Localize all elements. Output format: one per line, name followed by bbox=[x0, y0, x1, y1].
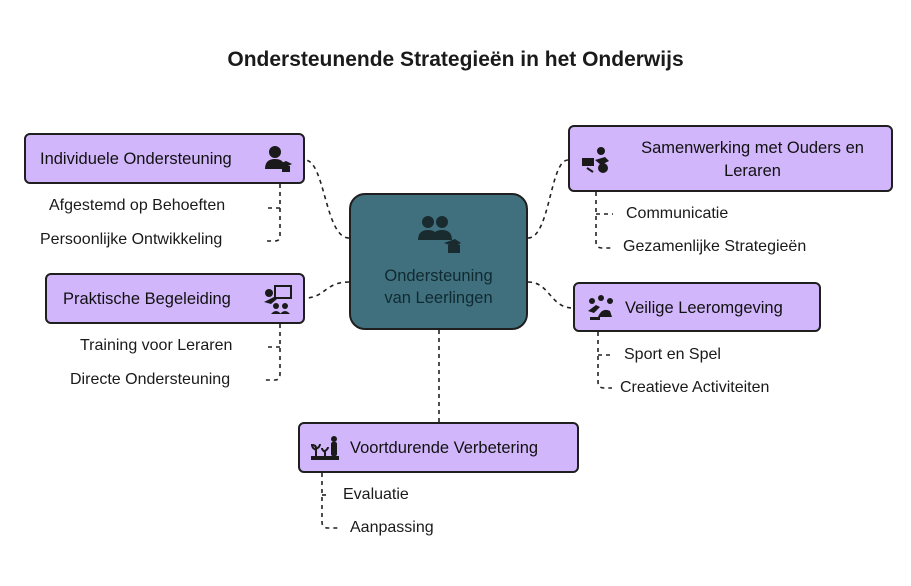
leaf-training: Training voor Leraren bbox=[80, 337, 233, 354]
branch-label: Individuele Ondersteuning bbox=[40, 150, 232, 168]
central-label-line1: Ondersteuning bbox=[384, 267, 493, 285]
branch-label: Veilige Leeromgeving bbox=[625, 299, 783, 317]
branch-veilige-leeromgeving[interactable]: Veilige Leeromgeving bbox=[573, 282, 821, 332]
leaf-sport: Sport en Spel bbox=[624, 346, 721, 363]
leaf-communicatie: Communicatie bbox=[626, 205, 729, 222]
branch-individuele-ondersteuning[interactable]: Individuele Ondersteuning bbox=[24, 133, 305, 184]
link-individuele bbox=[304, 159, 350, 239]
branch-label: Praktische Begeleiding bbox=[63, 290, 231, 308]
safe-learning-icon bbox=[588, 295, 613, 320]
students-graduation-icon bbox=[418, 216, 461, 253]
teacher-presentation-icon bbox=[264, 285, 292, 314]
student-graduation-icon bbox=[265, 146, 292, 172]
central-node-label: Ondersteuning van Leerlingen bbox=[351, 265, 526, 309]
leaf-evaluatie: Evaluatie bbox=[343, 486, 409, 503]
branch-label-line1: Samenwerking met Ouders en bbox=[641, 139, 864, 157]
leaf-aanpassing: Aanpassing bbox=[350, 519, 434, 536]
branch-label-line2: Leraren bbox=[724, 162, 781, 180]
central-label-line2: van Leerlingen bbox=[384, 289, 493, 307]
leaf-gezamenlijke: Gezamenlijke Strategieën bbox=[623, 238, 807, 255]
central-node[interactable]: Ondersteuning van Leerlingen bbox=[349, 193, 528, 330]
diagram-title: Ondersteunende Strategieën in het Onderw… bbox=[227, 48, 684, 71]
link-samenwerking bbox=[527, 159, 569, 239]
branch-label: Samenwerking met Ouders en Leraren bbox=[620, 138, 885, 182]
link-praktische bbox=[304, 281, 350, 299]
branch-voortdurende-verbetering[interactable]: Voortdurende Verbetering bbox=[298, 422, 579, 473]
branch-samenwerking[interactable]: Samenwerking met Ouders en Leraren bbox=[568, 125, 893, 192]
leaf-afgestemd: Afgestemd op Behoeften bbox=[49, 197, 226, 214]
branch-praktische-begeleiding[interactable]: Praktische Begeleiding bbox=[45, 273, 305, 324]
collaboration-icon bbox=[582, 147, 609, 173]
branch-label: Voortdurende Verbetering bbox=[350, 439, 539, 457]
growth-plants-icon bbox=[310, 436, 339, 460]
link-veilige bbox=[527, 281, 574, 309]
leaf-directe: Directe Ondersteuning bbox=[70, 371, 231, 388]
leaf-persoonlijke: Persoonlijke Ontwikkeling bbox=[40, 231, 223, 248]
leaf-creatieve: Creatieve Activiteiten bbox=[620, 379, 770, 396]
